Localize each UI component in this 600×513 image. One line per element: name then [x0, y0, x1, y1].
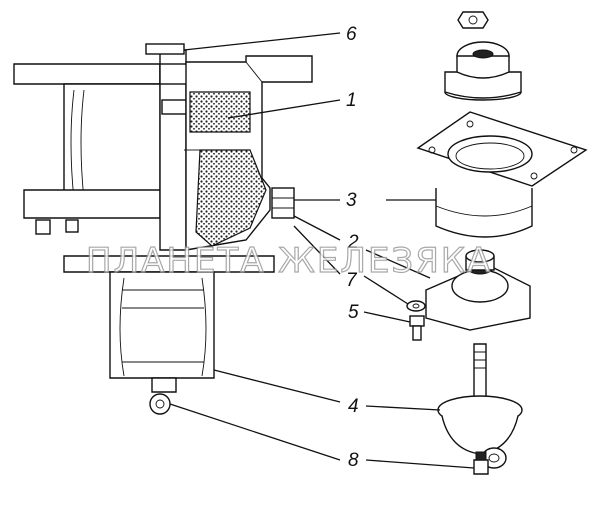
main-assembly-section: [13, 43, 313, 415]
part-2-bearing-cap: [425, 249, 531, 331]
callout-6: 6: [346, 24, 357, 45]
callout-2: 2: [347, 232, 359, 253]
callout-8: 8: [348, 450, 359, 471]
leader-lines: [169, 32, 475, 469]
callout-labels: 6 1 3 2 7 5 4 8: [346, 24, 359, 471]
part-3-flange-housing: [416, 111, 588, 238]
callout-3: 3: [346, 190, 357, 211]
callout-1: 1: [346, 90, 357, 111]
part-1-rubber-bushing: [444, 41, 522, 101]
part-5-bolt: [409, 315, 425, 341]
part-6-nut: [457, 11, 489, 29]
callout-7: 7: [346, 270, 358, 291]
part-4-shaft-pin: [437, 343, 523, 469]
callout-5: 5: [348, 302, 359, 323]
part-7-washer: [406, 300, 426, 312]
watermark: ПЛАНЕТА ЖЕЛЕЗЯКА: [86, 241, 492, 281]
part-8-grease-nipple: [473, 451, 489, 475]
callout-4: 4: [348, 396, 359, 417]
